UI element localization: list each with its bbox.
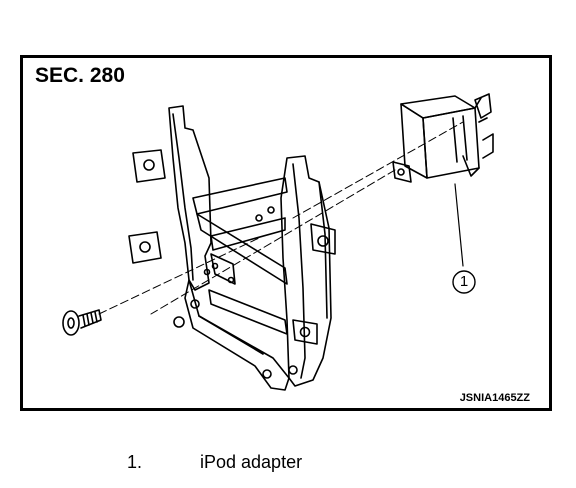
bracket-hole bbox=[227, 276, 235, 284]
bracket-hole bbox=[317, 235, 329, 247]
bracket-hole bbox=[203, 268, 211, 276]
bracket-hole bbox=[299, 326, 311, 338]
legend-item: 1. iPod adapter bbox=[127, 452, 302, 473]
ipod-adapter bbox=[392, 93, 494, 183]
legend-item-label: iPod adapter bbox=[200, 452, 303, 472]
legend: 1. iPod adapter bbox=[127, 452, 302, 473]
legend-item-number: 1. bbox=[127, 452, 143, 472]
callout-leader bbox=[454, 183, 464, 267]
guide-line-bracket-adapter bbox=[292, 121, 464, 219]
bracket-left-tab-lower bbox=[128, 231, 162, 264]
bracket-hole bbox=[288, 365, 298, 375]
adapter-hole bbox=[397, 168, 405, 176]
guide-line-adapter-bracket bbox=[150, 169, 396, 315]
bracket-right-tab bbox=[310, 223, 336, 255]
screw-head bbox=[62, 310, 80, 336]
bracket-hole bbox=[143, 159, 155, 171]
bracket-hole bbox=[190, 299, 200, 309]
screw-shank bbox=[78, 309, 102, 329]
bracket-left-tab-upper bbox=[132, 149, 166, 183]
figure-code: JSNIA1465ZZ bbox=[459, 392, 530, 404]
callout bbox=[452, 183, 476, 294]
adapter-mounting-tab bbox=[392, 161, 412, 183]
bracket-hole bbox=[267, 206, 275, 214]
bracket-cross-bottom bbox=[208, 289, 288, 335]
exploded-view-diagram bbox=[62, 93, 494, 391]
bracket-hole bbox=[262, 369, 272, 379]
bracket-cross-top bbox=[192, 177, 288, 215]
bracket-hole bbox=[211, 262, 219, 270]
bracket-cross-mid bbox=[210, 217, 286, 251]
bracket-hole bbox=[173, 316, 185, 328]
adapter-connector bbox=[474, 93, 492, 119]
assembly-guide-lines bbox=[98, 121, 464, 315]
adapter-side-face bbox=[422, 107, 480, 179]
bracket-cross-diag bbox=[196, 213, 288, 285]
callout-circle bbox=[452, 270, 476, 294]
bracket-right-tab-lower bbox=[292, 319, 318, 345]
bracket-hole bbox=[255, 214, 263, 222]
guide-line-screw-bracket bbox=[98, 237, 260, 315]
figure-frame: SEC. 280 1 JSNIA1465ZZ bbox=[20, 55, 552, 411]
bracket-right-upright bbox=[280, 155, 332, 387]
bracket-hole bbox=[139, 241, 151, 253]
section-label: SEC. 280 bbox=[35, 64, 125, 87]
screw bbox=[62, 309, 102, 336]
mounting-bracket bbox=[128, 105, 336, 391]
bracket-bottom-foot bbox=[184, 279, 290, 391]
callout-number: 1 bbox=[459, 273, 469, 290]
adapter-front-face bbox=[400, 103, 428, 179]
